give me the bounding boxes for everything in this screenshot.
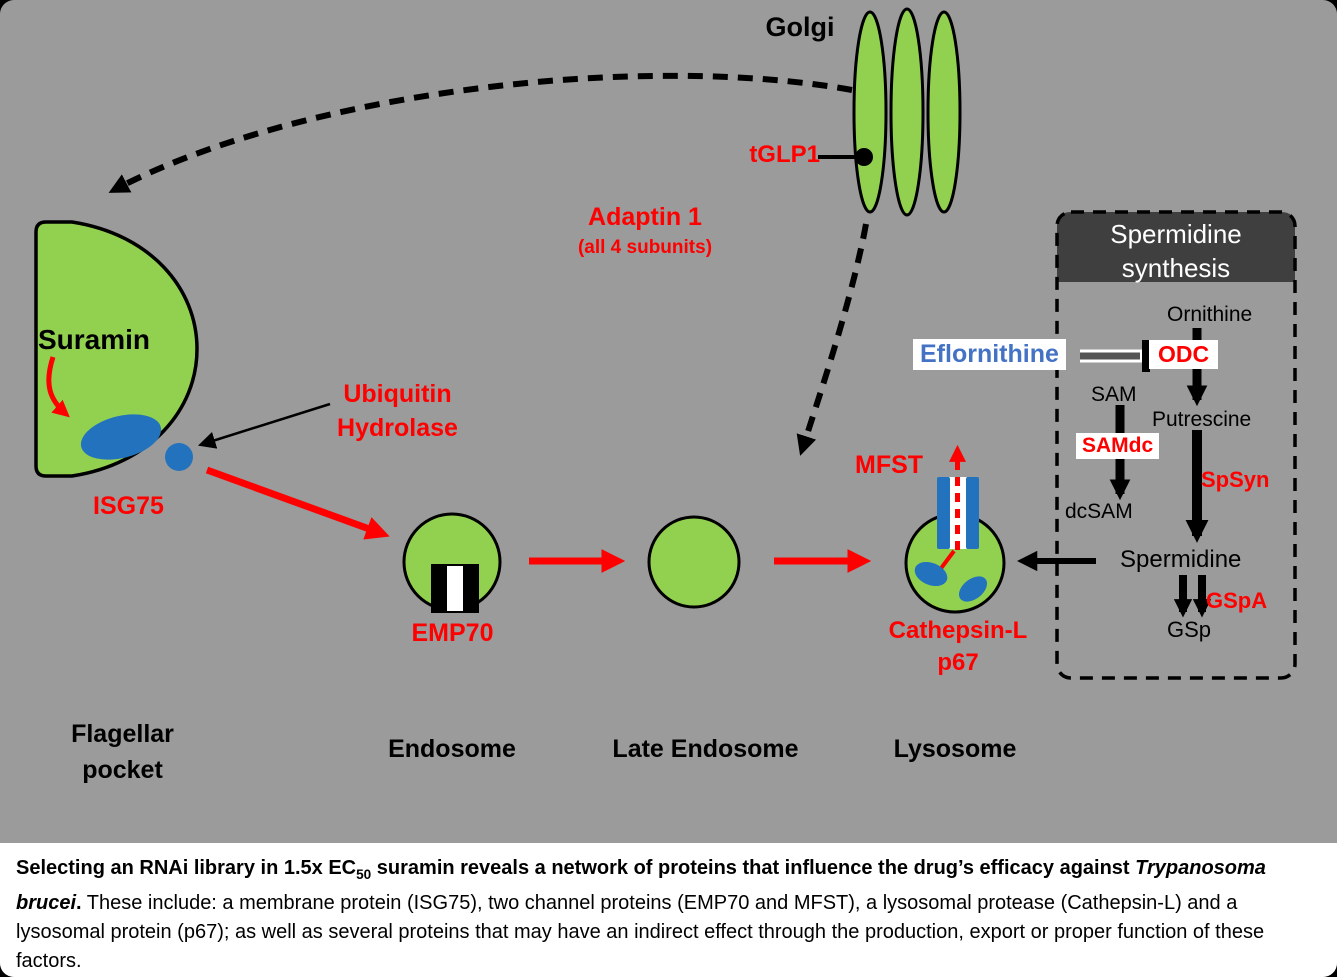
lysosome-protein-blob [914, 561, 948, 587]
eflornithine-inhibitor [1080, 340, 1150, 372]
isg75-label: ISG75 [93, 492, 164, 520]
spsyn-label: SpSyn [1201, 467, 1270, 492]
golgi-cisterna [852, 10, 888, 214]
late-endosome-circle [647, 515, 741, 609]
spermidine-box-header [1057, 212, 1295, 282]
cathepsin-label: Cathepsin-L [888, 617, 1028, 644]
flagellar-line1: Flagellar [71, 720, 174, 748]
eflornithine-label: Eflornithine [913, 339, 1066, 370]
sam-label: SAM [1091, 383, 1137, 406]
caption-species-italic: Trypanosoma brucei [16, 857, 1266, 914]
diagram-canvas [34, 7, 1297, 680]
isg75-protein-blob [80, 414, 162, 460]
samdc-label: SAMdc [1076, 433, 1160, 459]
spermidine-title-line2: synthesis [1121, 253, 1231, 283]
ornithine-label: Ornithine [1167, 303, 1253, 326]
dcsam-label: dcSAM [1065, 500, 1133, 523]
late-endosome-label: Late Endosome [612, 735, 799, 763]
flagellar-line2: pocket [82, 756, 163, 784]
suramin-arrow [46, 356, 70, 418]
spermidine-title-line1: Spermidine [1110, 219, 1242, 249]
pocket-to-endosome-arrow [205, 466, 390, 540]
lysosome-label: Lysosome [893, 735, 1017, 763]
spermidine-to-gsp-arrows [1173, 575, 1212, 618]
golgi-cisterna [926, 10, 962, 214]
adaptin-subunits-label: (all 4 subunits) [577, 237, 713, 258]
tglp1-label: tGLP1 [749, 141, 820, 168]
caption-rest: These include: a membrane protein (ISG75… [16, 892, 1265, 972]
gsp-label: GSp [1167, 617, 1212, 642]
flagellar-pocket-label: Flagellar pocket [40, 716, 205, 788]
golgi-label: Golgi [765, 12, 835, 42]
ubiquitin-hydrolase-label: Ubiquitin Hydrolase [320, 377, 475, 445]
spermidine-label: Spermidine [1120, 546, 1242, 573]
suramin-label: Suramin [38, 324, 151, 355]
flagellar-pocket-shape [34, 220, 199, 478]
spermidine-box-border [1055, 210, 1297, 680]
golgi-cisterna [889, 7, 925, 217]
caption-ec50-subscript: 50 [356, 867, 372, 882]
caption-bold-pre: Selecting an RNAi library in 1.5x EC [16, 857, 357, 879]
spermidine-box-title: Spermidine synthesis [1060, 217, 1292, 285]
emp70-channel [431, 564, 479, 613]
isg75-membrane-dot [165, 443, 193, 471]
golgi-to-lysosome-arrow [796, 223, 869, 456]
gspa-label: GSpA [1206, 588, 1268, 613]
caption-bold-mid: suramin reveals a network of proteins th… [371, 857, 1136, 879]
lysosome-protein-blob [958, 576, 988, 602]
figure-caption: Selecting an RNAi library in 1.5x EC50 s… [0, 843, 1337, 977]
ubiquitin-line2: Hydrolase [337, 414, 458, 442]
golgi-to-pocket-arrow [108, 72, 853, 193]
emp70-label: EMP70 [411, 619, 494, 647]
p67-label: p67 [937, 649, 979, 676]
tglp1-dot [855, 148, 873, 166]
putrescine-label: Putrescine [1152, 408, 1252, 431]
ubiquitin-pointer-arrow [197, 402, 331, 449]
odc-label: ODC [1149, 340, 1219, 369]
ubiquitin-line1: Ubiquitin [343, 380, 452, 408]
golgi-organelle [852, 7, 962, 217]
mfst-label: MFST [855, 451, 924, 479]
adaptin-label: Adaptin 1 [588, 203, 702, 231]
endosome-label: Endosome [388, 735, 516, 763]
caption-bold-end: . [76, 892, 82, 914]
